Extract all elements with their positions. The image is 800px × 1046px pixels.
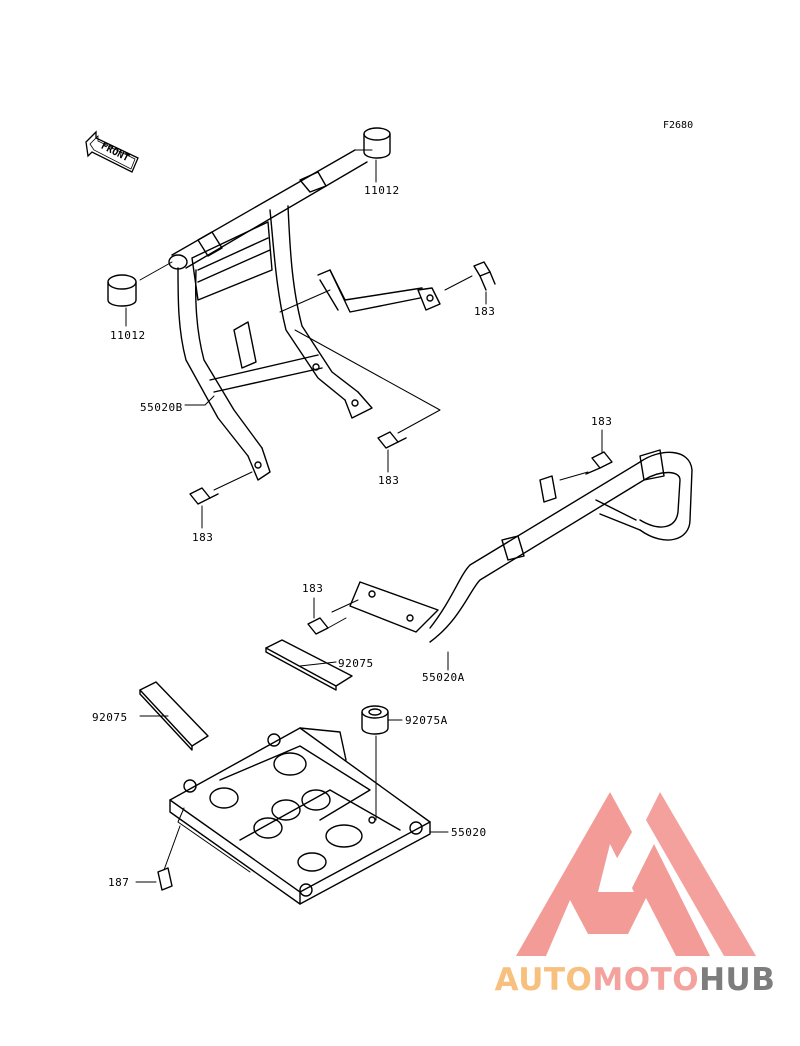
label-92075-upper: 92075	[338, 657, 374, 670]
bolt-183-a	[473, 261, 496, 305]
label-11012-left: 11012	[110, 329, 146, 342]
screw-187	[135, 825, 181, 891]
label-92075-lower: 92075	[92, 711, 128, 724]
skid-plate-55020	[169, 727, 449, 905]
collar-11012-left	[107, 274, 137, 327]
label-55020a: 55020A	[422, 671, 465, 684]
label-11012-top: 11012	[364, 184, 400, 197]
figure-code: F2680	[663, 120, 694, 131]
label-183-e: 183	[302, 582, 324, 595]
label-92075a: 92075A	[405, 714, 448, 727]
label-55020b: 55020B	[140, 401, 183, 414]
brand-hub: HUB	[699, 962, 776, 998]
brand-moto: MOTO	[592, 962, 700, 998]
automotohub-wordmark: AUTOMOTOHUB	[470, 962, 800, 998]
bolt-183-d	[585, 429, 613, 475]
pad-92075-lower	[139, 681, 209, 751]
damper-92075a	[361, 705, 403, 821]
bolt-183-c	[189, 487, 219, 529]
label-183-b: 183	[378, 474, 400, 487]
automotohub-logo	[516, 792, 756, 956]
label-55020: 55020	[451, 826, 487, 839]
front-arrow-icon: FRONT	[85, 130, 139, 173]
guard-55020a	[331, 449, 693, 671]
bolt-183-e	[307, 597, 347, 635]
guard-55020b	[139, 149, 473, 491]
label-183-a: 183	[474, 305, 496, 318]
brand-auto: AUTO	[494, 962, 593, 998]
bolt-183-b	[377, 431, 407, 473]
label-187: 187	[108, 876, 130, 889]
pad-92075-upper	[265, 639, 353, 691]
label-183-c: 183	[192, 531, 214, 544]
label-183-d: 183	[591, 415, 613, 428]
collar-11012-top	[363, 127, 391, 183]
